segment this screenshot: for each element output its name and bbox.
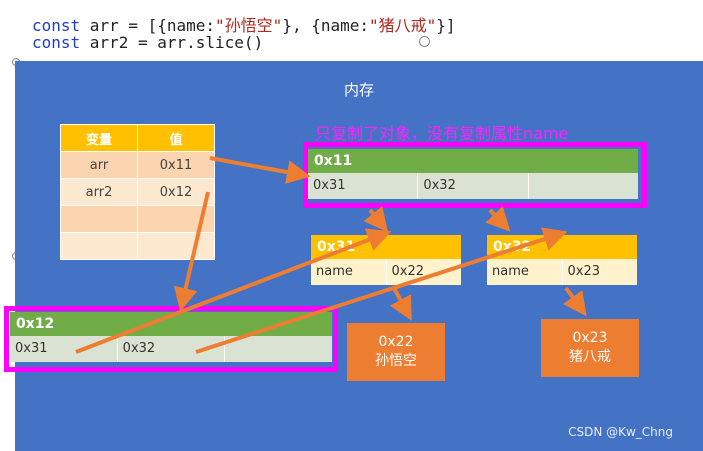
code-line-1: const arr = [{name:"孙悟空"}, {name:"猪八戒"}] <box>32 12 456 36</box>
annotation-text: 只复制了对象，没有复制属性name <box>315 124 569 143</box>
empty-cell <box>60 232 138 260</box>
array-cells: 0x31 0x32 <box>10 336 332 362</box>
watermark: CSDN @Kw_Chng <box>568 425 673 439</box>
string-address: 0x23 <box>572 330 608 346</box>
arrow-obj-0x32-to-str <box>562 286 587 317</box>
property-key: name <box>487 259 563 285</box>
var-value: 0x11 <box>137 151 215 179</box>
property-value: 0x23 <box>567 264 601 279</box>
rotate-handle-icon[interactable] <box>419 36 430 47</box>
property-key: name <box>311 259 387 285</box>
code-text: arr = [{name: <box>80 16 216 35</box>
property-value: 0x22 <box>391 264 425 279</box>
string-0x22: 0x22 孙悟空 <box>347 323 445 381</box>
string-text: 孙悟空 <box>375 353 417 369</box>
object-property: name 0x23 <box>487 259 637 285</box>
array-cell: 0x31 <box>308 173 419 199</box>
arrow-copy-0x32 <box>195 227 568 354</box>
highlight-frame <box>4 306 338 372</box>
arrow-arr-to-0x11 <box>209 156 311 184</box>
var-value: 0x12 <box>137 178 215 206</box>
array-address: 0x11 <box>308 149 638 173</box>
array-cell: 0x32 <box>418 173 529 199</box>
table-row: arr 0x11 <box>60 151 215 179</box>
string-text: 猪八戒 <box>569 349 611 365</box>
code-string: "猪八戒" <box>369 16 437 35</box>
code-text: arr2 = arr.slice() <box>80 33 264 52</box>
array-0x11: 0x11 0x31 0x32 <box>308 149 638 199</box>
code-keyword: const <box>32 16 81 35</box>
table-row <box>60 232 215 260</box>
code-line-2: const arr2 = arr.slice() <box>32 33 263 52</box>
arrow-0x32-cell-to-obj <box>485 206 511 232</box>
code-keyword: const <box>32 33 81 52</box>
arrow-0x31-cell-to-obj <box>363 206 389 233</box>
empty-cell <box>137 232 215 260</box>
arrow-arr2-to-0x12 <box>173 191 210 312</box>
variable-table: 变量 值 arr 0x11 arr2 0x12 <box>60 124 215 260</box>
arrow-obj-0x31-to-str <box>389 287 412 322</box>
object-property: name 0x22 <box>311 259 461 285</box>
arrow-copy-0x31 <box>75 228 392 354</box>
array-cell: 0x32 <box>118 336 226 362</box>
code-text: }, {name: <box>282 16 370 35</box>
string-address: 0x22 <box>378 334 414 350</box>
header-value: 值 <box>137 124 215 152</box>
header-variable: 变量 <box>60 124 138 152</box>
array-cell: 0x31 <box>10 336 118 362</box>
table-header-row: 变量 值 <box>60 124 215 152</box>
array-cells: 0x31 0x32 <box>308 173 638 199</box>
code-text: }] <box>436 16 456 35</box>
string-0x23: 0x23 猪八戒 <box>541 319 639 377</box>
var-name: arr <box>60 151 138 179</box>
memory-slide: 内存 只复制了对象，没有复制属性name 变量 值 arr 0x11 arr2 … <box>4 61 703 451</box>
memory-title: 内存 <box>343 81 374 99</box>
code-string: "孙悟空" <box>215 16 283 35</box>
